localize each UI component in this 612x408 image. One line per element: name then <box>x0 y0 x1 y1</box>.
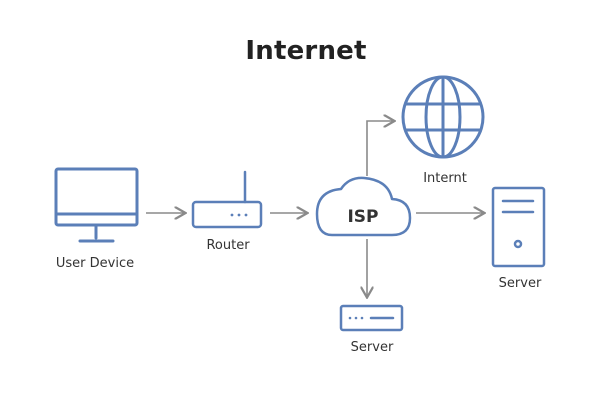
router-icon <box>191 170 263 229</box>
server-tower-icon <box>491 186 546 268</box>
monitor-icon <box>54 167 139 243</box>
isp-cloud-icon <box>315 176 412 237</box>
server-rack-icon <box>339 304 404 332</box>
diagram-title: Internet <box>245 36 367 66</box>
server-bottom-label: Server <box>350 340 394 355</box>
isp-label: ISP <box>347 207 378 227</box>
user-device-label: User Device <box>55 256 135 271</box>
globe-icon <box>401 75 485 159</box>
arrow-isp-to-internet <box>366 121 393 176</box>
server-right-label: Server <box>498 276 542 291</box>
router-label: Router <box>206 238 250 253</box>
internet-label: Internt <box>423 171 467 186</box>
